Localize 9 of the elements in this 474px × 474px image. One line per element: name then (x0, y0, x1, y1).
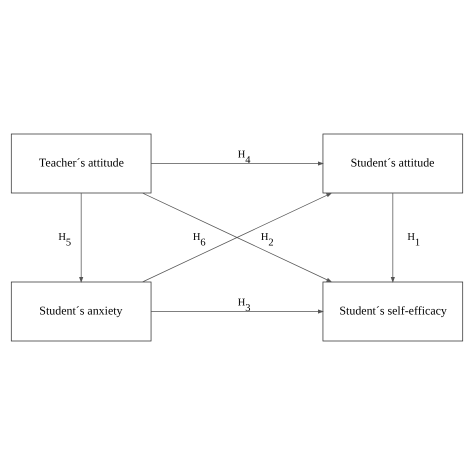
node-box: Student´s self-efficacy (322, 281, 464, 341)
arrow (150, 160, 324, 166)
arrow (142, 192, 332, 282)
arrow (79, 192, 84, 282)
node-box: Teacher´s attitude (10, 133, 152, 193)
node-box: Student´s attitude (322, 133, 464, 193)
arrow (150, 308, 324, 314)
node-box: Student´s anxiety (10, 281, 152, 341)
arrow (390, 192, 395, 282)
